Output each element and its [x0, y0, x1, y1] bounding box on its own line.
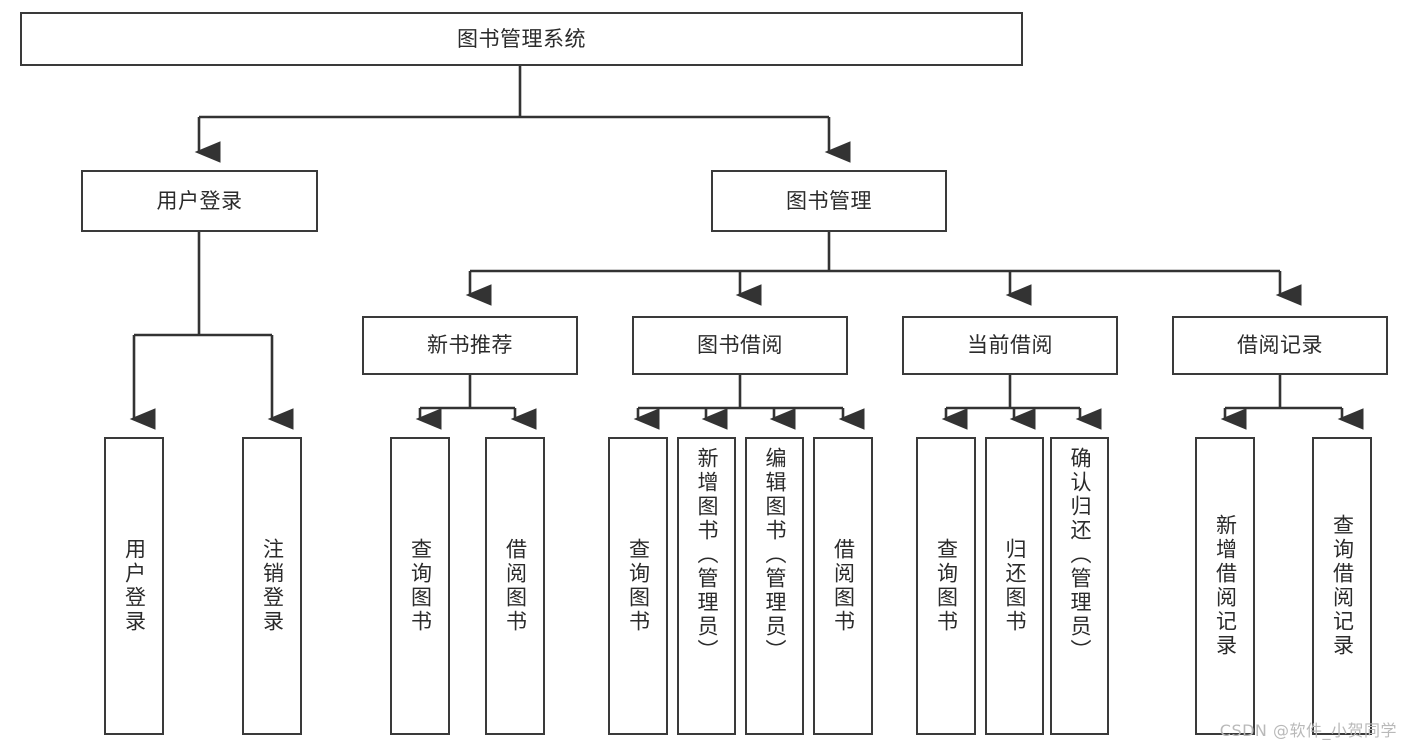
leaf-user-login-logout-label: 注销登录: [260, 538, 285, 634]
leaf-book-borrow-query[interactable]: 查询图书: [608, 437, 668, 735]
leaf-borrow-record-add[interactable]: 新增借阅记录: [1195, 437, 1255, 735]
leaf-current-borrow-query-label: 查询图书: [934, 538, 959, 634]
node-book-management-label: 图书管理: [786, 188, 872, 213]
leaf-borrow-record-query-label: 查询借阅记录: [1330, 514, 1355, 658]
node-root-system[interactable]: 图书管理系统: [20, 12, 1023, 66]
leaf-book-borrow-borrow-label: 借阅图书: [831, 538, 856, 634]
leaf-current-borrow-confirm[interactable]: 确认归还（管理员）: [1050, 437, 1109, 735]
leaf-current-borrow-query[interactable]: 查询图书: [916, 437, 976, 735]
leaf-book-borrow-borrow[interactable]: 借阅图书: [813, 437, 873, 735]
leaf-book-borrow-add[interactable]: 新增图书（管理员）: [677, 437, 736, 735]
node-user-login[interactable]: 用户登录: [81, 170, 318, 232]
leaf-user-login-login[interactable]: 用户登录: [104, 437, 164, 735]
leaf-user-login-logout[interactable]: 注销登录: [242, 437, 302, 735]
leaf-new-book-query[interactable]: 查询图书: [390, 437, 450, 735]
node-root-system-label: 图书管理系统: [457, 26, 586, 51]
node-borrow-record[interactable]: 借阅记录: [1172, 316, 1388, 375]
node-new-book-recommend[interactable]: 新书推荐: [362, 316, 578, 375]
node-book-management[interactable]: 图书管理: [711, 170, 947, 232]
leaf-new-book-borrow-label: 借阅图书: [503, 538, 528, 634]
node-borrow-record-label: 借阅记录: [1237, 333, 1323, 358]
node-current-borrow-label: 当前借阅: [967, 333, 1053, 358]
node-user-login-label: 用户登录: [156, 188, 243, 213]
watermark-csdn: CSDN @软件_小贺同学: [1219, 721, 1397, 740]
leaf-borrow-record-query[interactable]: 查询借阅记录: [1312, 437, 1372, 735]
leaf-borrow-record-add-label: 新增借阅记录: [1213, 514, 1238, 658]
node-new-book-recommend-label: 新书推荐: [427, 333, 513, 358]
leaf-book-borrow-edit-label: 编辑图书（管理员）: [763, 447, 787, 663]
leaf-current-borrow-confirm-label: 确认归还（管理员）: [1068, 447, 1092, 663]
leaf-book-borrow-edit[interactable]: 编辑图书（管理员）: [745, 437, 804, 735]
leaf-current-borrow-return-label: 归还图书: [1003, 538, 1027, 634]
leaf-current-borrow-return[interactable]: 归还图书: [985, 437, 1044, 735]
leaf-new-book-query-label: 查询图书: [408, 538, 433, 634]
leaf-new-book-borrow[interactable]: 借阅图书: [485, 437, 545, 735]
node-current-borrow[interactable]: 当前借阅: [902, 316, 1118, 375]
leaf-book-borrow-query-label: 查询图书: [626, 538, 651, 634]
leaf-book-borrow-add-label: 新增图书（管理员）: [695, 447, 719, 663]
node-book-borrow-label: 图书借阅: [697, 333, 783, 358]
leaf-user-login-login-label: 用户登录: [122, 538, 147, 634]
node-book-borrow[interactable]: 图书借阅: [632, 316, 848, 375]
